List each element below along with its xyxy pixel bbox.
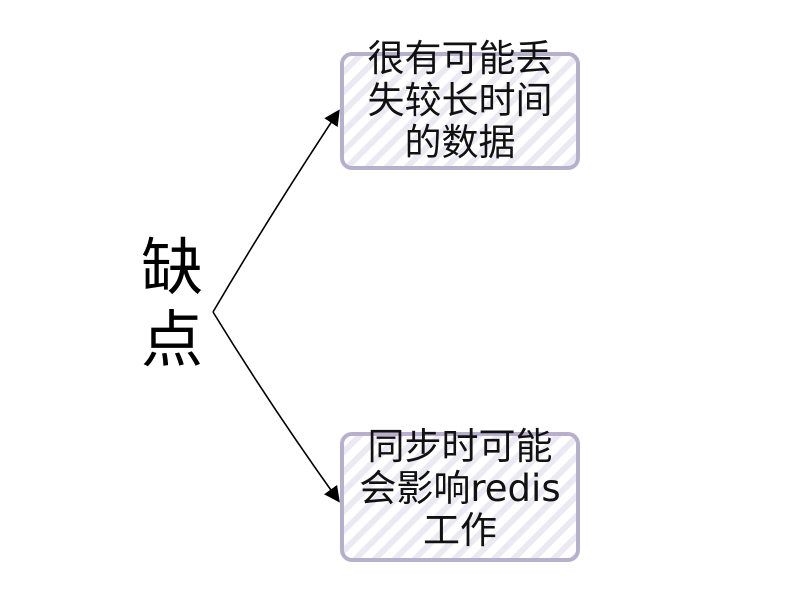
node-line: 很有可能丢	[367, 37, 553, 80]
node-text-sync-impact: 同步时可能 会影响redis 工作	[330, 426, 590, 552]
root-node-label: 缺点	[140, 231, 203, 376]
node-box-data-loss	[340, 52, 580, 170]
arrow-to-node-1	[212, 109, 340, 313]
node-line: 会影响redis	[359, 467, 561, 510]
node-line: 同步时可能	[367, 425, 553, 468]
node-text-data-loss: 很有可能丢 失较长时间 的数据	[340, 38, 580, 164]
node-line: 的数据	[404, 121, 516, 164]
node-line: 失较长时间	[367, 79, 553, 122]
arrow-to-node-2	[212, 311, 340, 503]
node-line: 工作	[423, 509, 497, 552]
node-box-sync-impact	[340, 432, 580, 562]
